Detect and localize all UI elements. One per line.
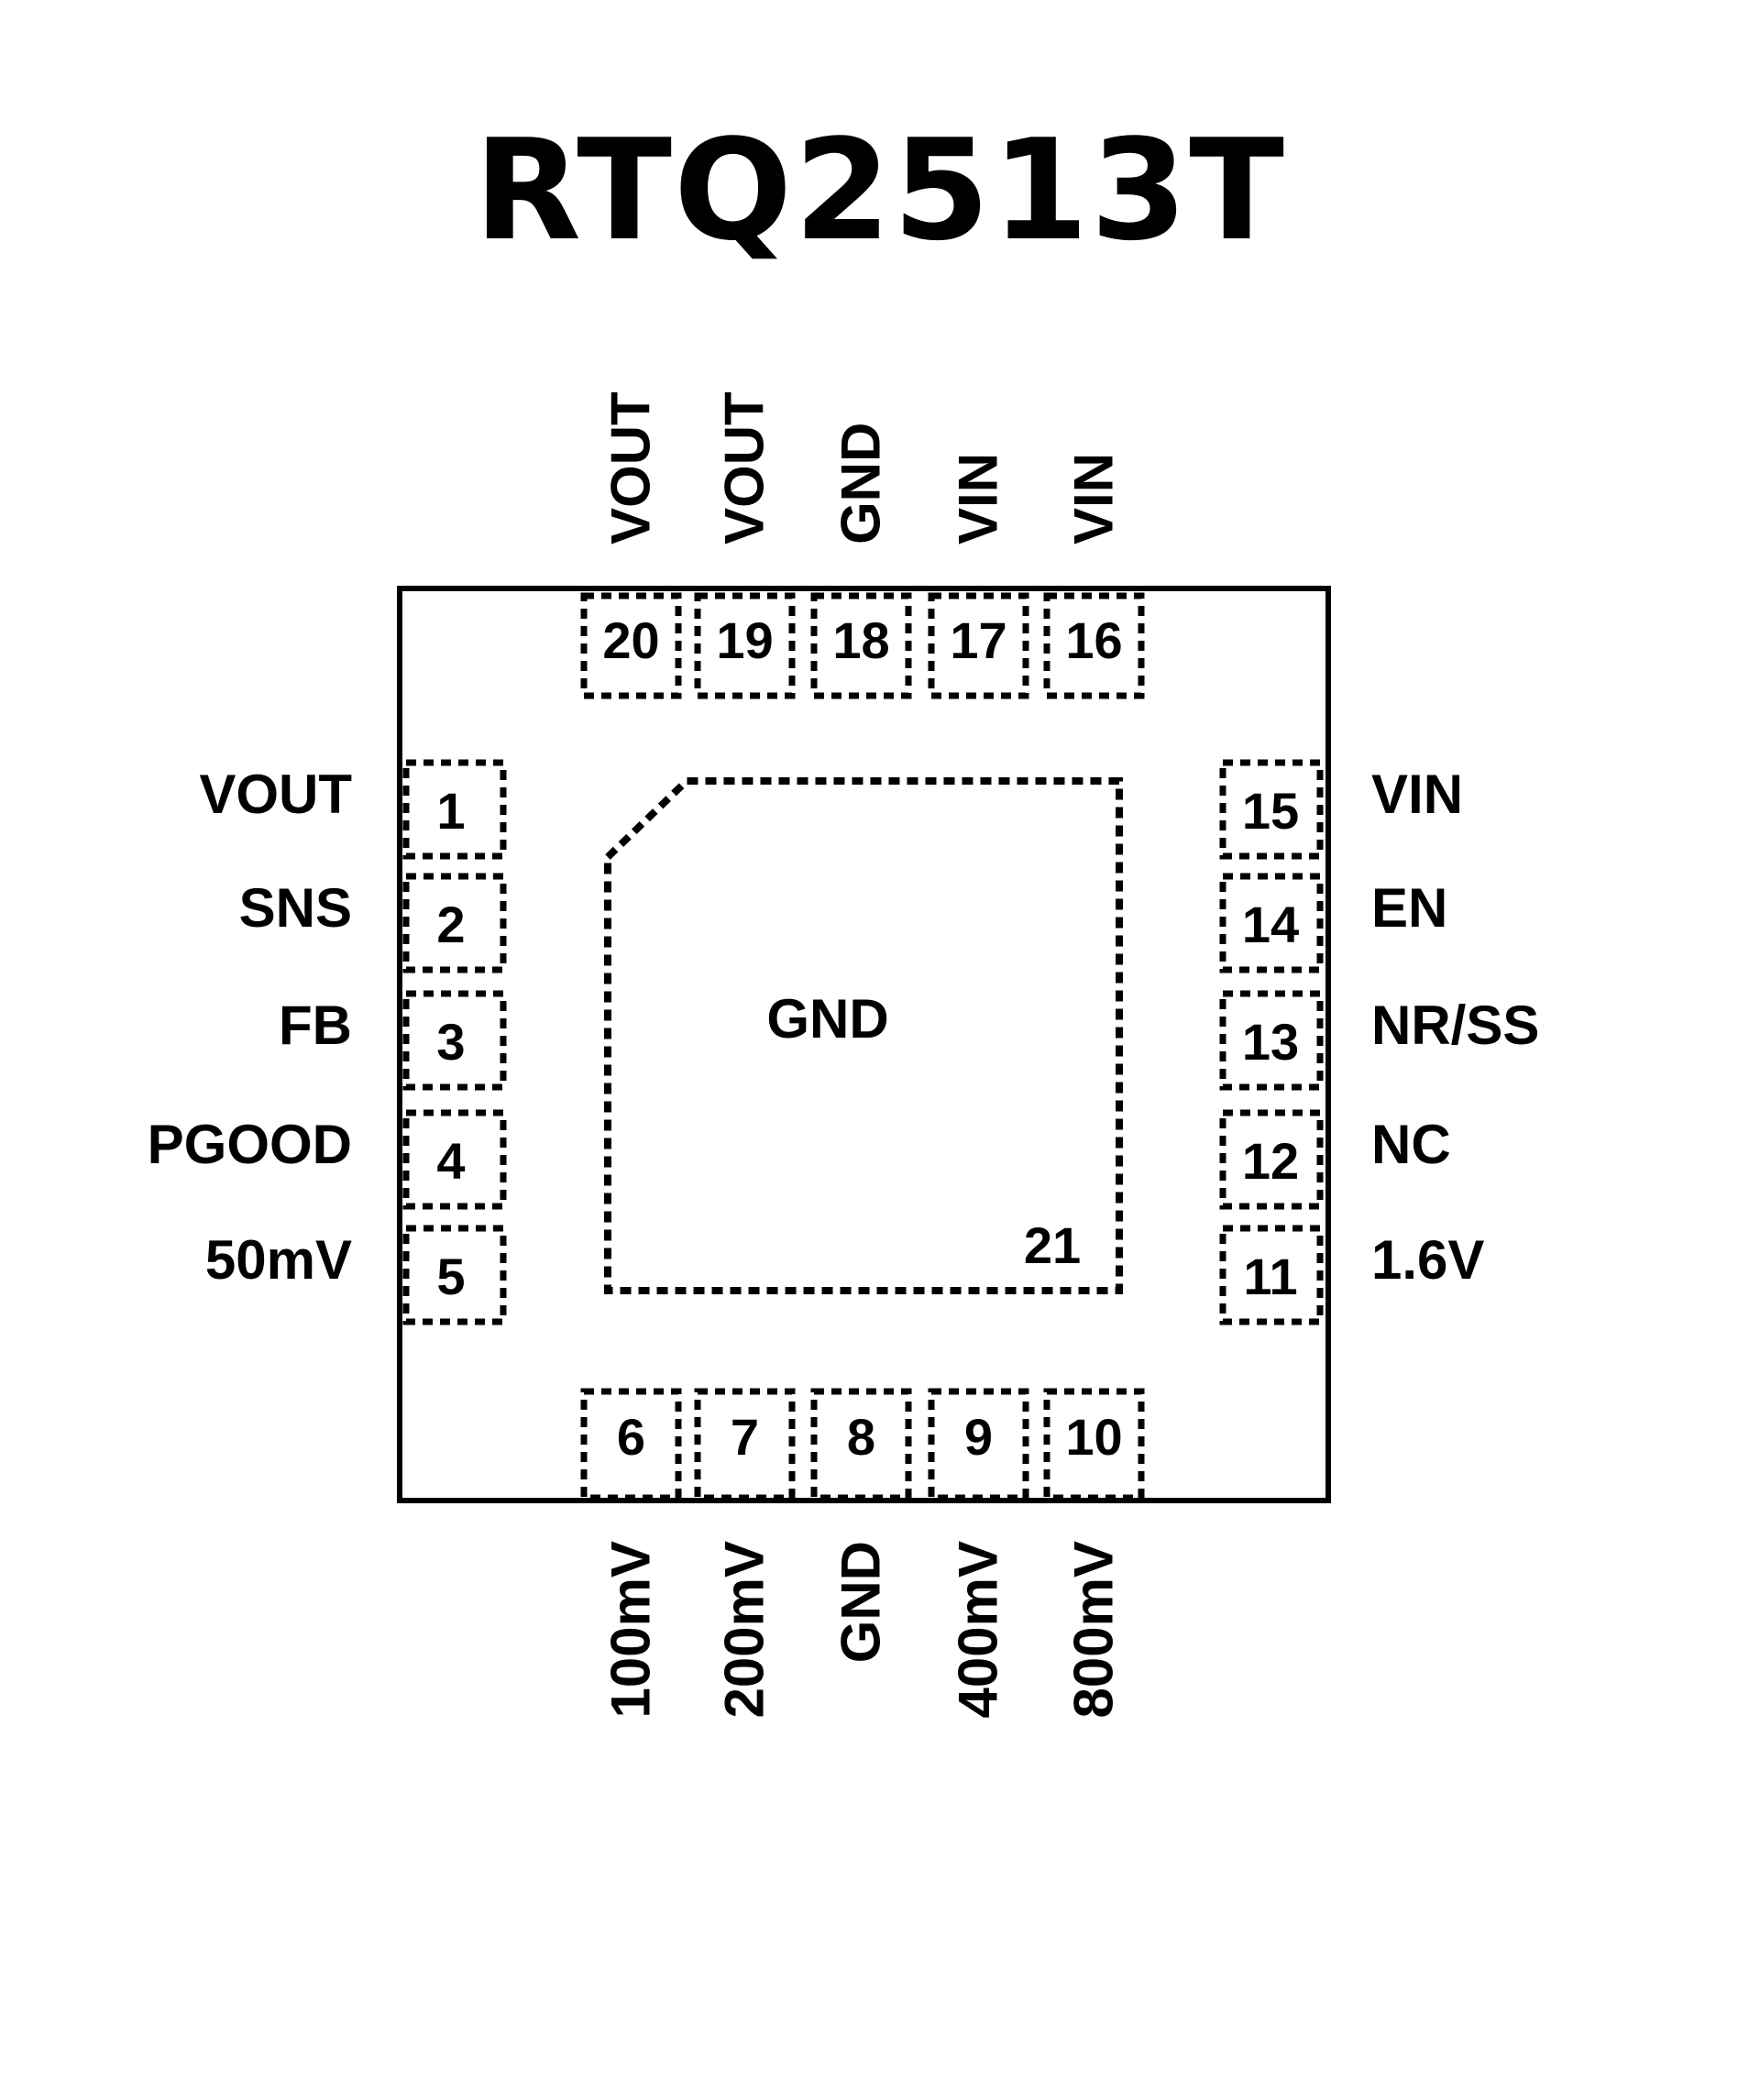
pin-label-9: 400mV [948, 1541, 1009, 1718]
pin-label-18: GND [830, 423, 892, 544]
pin-number-4: 4 [436, 1132, 465, 1190]
pin-label-15: VIN [1371, 764, 1463, 825]
pin-pad-6 [580, 1388, 682, 1501]
exposed-pad-label: GND [766, 988, 888, 1050]
pin-label-10: 800mV [1063, 1541, 1125, 1718]
pin-number-2: 2 [436, 896, 465, 953]
pin-number-10: 10 [1065, 1408, 1122, 1466]
pin-pad-10 [1043, 1388, 1145, 1501]
pin-pad-15 [1219, 759, 1324, 860]
pin-number-16: 16 [1065, 611, 1122, 669]
pin-pad-17 [928, 592, 1029, 699]
pin-pad-8 [810, 1388, 912, 1501]
pin-label-12: NC [1371, 1114, 1451, 1175]
pin-number-3: 3 [436, 1013, 465, 1071]
pin-pad-2 [402, 873, 507, 973]
pin-label-16: VIN [1063, 453, 1125, 544]
pin-pad-12 [1219, 1109, 1324, 1210]
exposed-pad-outline [604, 777, 1123, 1294]
pin-number-18: 18 [832, 611, 889, 669]
pin-number-9: 9 [964, 1408, 993, 1466]
pin-number-5: 5 [436, 1248, 465, 1305]
pin-pad-19 [694, 592, 796, 699]
pin-number-14: 14 [1242, 896, 1299, 953]
pin-pad-18 [810, 592, 912, 699]
pin-label-4: PGOOD [148, 1114, 352, 1175]
pin-label-3: FB [279, 995, 352, 1056]
pin-pad-5 [402, 1225, 507, 1325]
pin-number-1: 1 [436, 782, 465, 840]
pin-label-20: VOUT [600, 391, 662, 544]
pin-pad-7 [694, 1388, 796, 1501]
pin-pad-9 [928, 1388, 1029, 1501]
pin-pad-16 [1043, 592, 1145, 699]
pin-number-15: 15 [1242, 782, 1299, 840]
pin-pad-3 [402, 990, 507, 1091]
pin-label-6: 100mV [600, 1541, 662, 1718]
exposed-pad-number: 21 [1024, 1216, 1081, 1274]
pin-number-13: 13 [1242, 1013, 1299, 1071]
pin-label-5: 50mV [205, 1229, 352, 1291]
pin-pad-14 [1219, 873, 1324, 973]
pin-label-19: VOUT [714, 391, 776, 544]
pin-label-1: VOUT [199, 764, 352, 825]
pin-pad-1 [402, 759, 507, 860]
pin-number-20: 20 [602, 611, 659, 669]
pin-number-6: 6 [617, 1408, 645, 1466]
pin-number-12: 12 [1242, 1132, 1299, 1190]
pin-pad-20 [580, 592, 682, 699]
pin-label-8: GND [830, 1541, 892, 1663]
pin-label-14: EN [1371, 877, 1447, 939]
pin-number-8: 8 [847, 1408, 875, 1466]
pin-number-19: 19 [716, 611, 773, 669]
pin-number-11: 11 [1243, 1248, 1297, 1305]
pin-number-7: 7 [731, 1408, 759, 1466]
pin-pad-13 [1219, 990, 1324, 1091]
pin-label-11: 1.6V [1371, 1229, 1484, 1291]
chip-title: RTQ2513T [474, 109, 1286, 271]
pin-label-7: 200mV [714, 1541, 776, 1718]
pin-pad-4 [402, 1109, 507, 1210]
pin-label-13: NR/SS [1371, 995, 1539, 1056]
pins-group: 20VOUT19VOUT18GND17VIN16VIN6100mV7200mV8… [148, 391, 1540, 1718]
pin-pad-11 [1219, 1225, 1324, 1325]
pin-label-17: VIN [948, 453, 1009, 544]
pin-number-17: 17 [950, 611, 1006, 669]
pin-label-2: SNS [239, 877, 352, 939]
